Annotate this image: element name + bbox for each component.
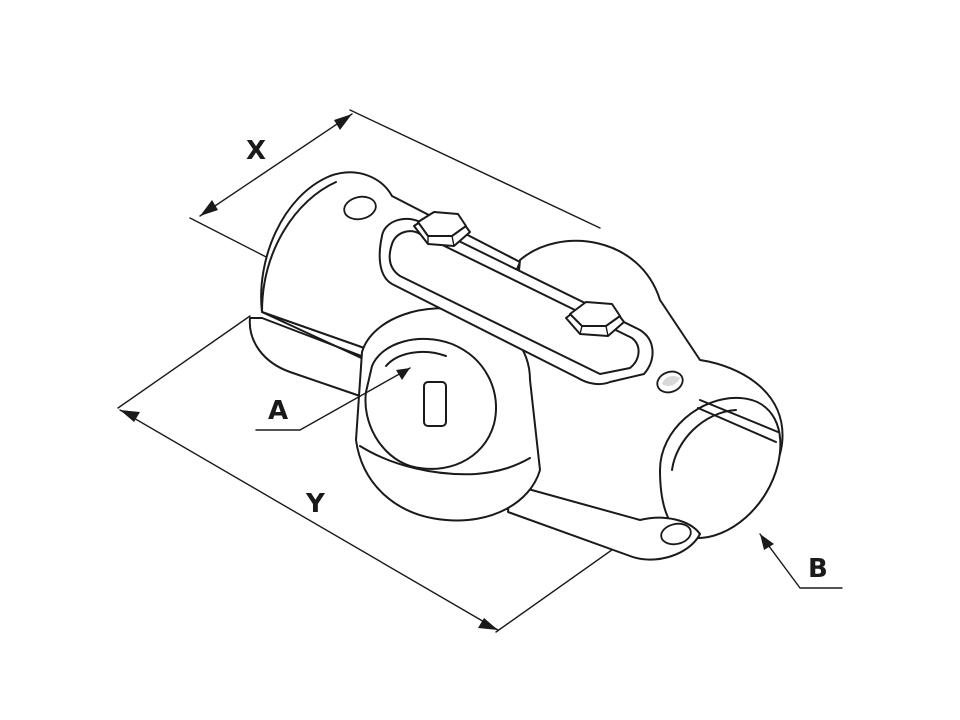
callout-a: A bbox=[255, 367, 411, 431]
center-ring-clamp bbox=[355, 307, 541, 522]
hex-bolt-lower-facet-2 bbox=[605, 325, 609, 337]
clamp-strap-plate bbox=[378, 217, 654, 386]
callout-b-leader bbox=[759, 533, 843, 589]
dimension-y-arrow-start bbox=[120, 410, 140, 422]
callout-a-label: A bbox=[268, 396, 288, 426]
right-pipe-lower-flange bbox=[507, 483, 701, 561]
hex-bolt-lower-facet bbox=[579, 325, 583, 335]
dimension-x-arrow-start bbox=[200, 200, 218, 216]
right-pipe-slit-upper bbox=[699, 399, 779, 433]
dimension-x-extension-line-left bbox=[189, 217, 277, 263]
center-ring-bolt-stub bbox=[423, 381, 447, 427]
dimension-x-extension-line-right bbox=[349, 109, 601, 229]
right-pipe-slit-lower bbox=[697, 407, 777, 443]
dimension-x-arrow-end bbox=[334, 114, 352, 130]
callout-b-label: B bbox=[808, 554, 828, 584]
right-pipe-lower-hole bbox=[660, 522, 692, 546]
clamp-strap-rim bbox=[388, 230, 640, 375]
callout-a-leader bbox=[255, 367, 411, 431]
left-pipe-end-edge bbox=[261, 181, 337, 313]
left-pipe-slit bbox=[261, 311, 371, 363]
dimension-x-label: X bbox=[246, 136, 266, 166]
clamp-strap bbox=[378, 211, 654, 386]
center-ring-inner-edge bbox=[385, 350, 447, 367]
dimension-x: X bbox=[189, 109, 601, 263]
dimension-y-label: Y bbox=[305, 489, 326, 519]
dimension-y-line bbox=[119, 409, 499, 631]
callout-b: B bbox=[759, 533, 843, 589]
callout-b-arrowhead bbox=[760, 534, 774, 550]
left-pipe-upper-hole bbox=[343, 195, 377, 221]
dimension-y-arrow-end bbox=[478, 618, 498, 630]
right-pipe-side-hole-shade bbox=[662, 376, 680, 386]
hex-bolt-lower bbox=[565, 301, 625, 337]
center-ring-waist-band bbox=[359, 445, 531, 476]
callout-a-arrowhead bbox=[396, 368, 410, 380]
dimension-x-line bbox=[199, 113, 353, 217]
hex-bolt-upper-facet-2 bbox=[451, 235, 455, 247]
dimension-y-extension-line-left bbox=[117, 315, 251, 409]
hex-bolt-upper bbox=[413, 211, 471, 247]
